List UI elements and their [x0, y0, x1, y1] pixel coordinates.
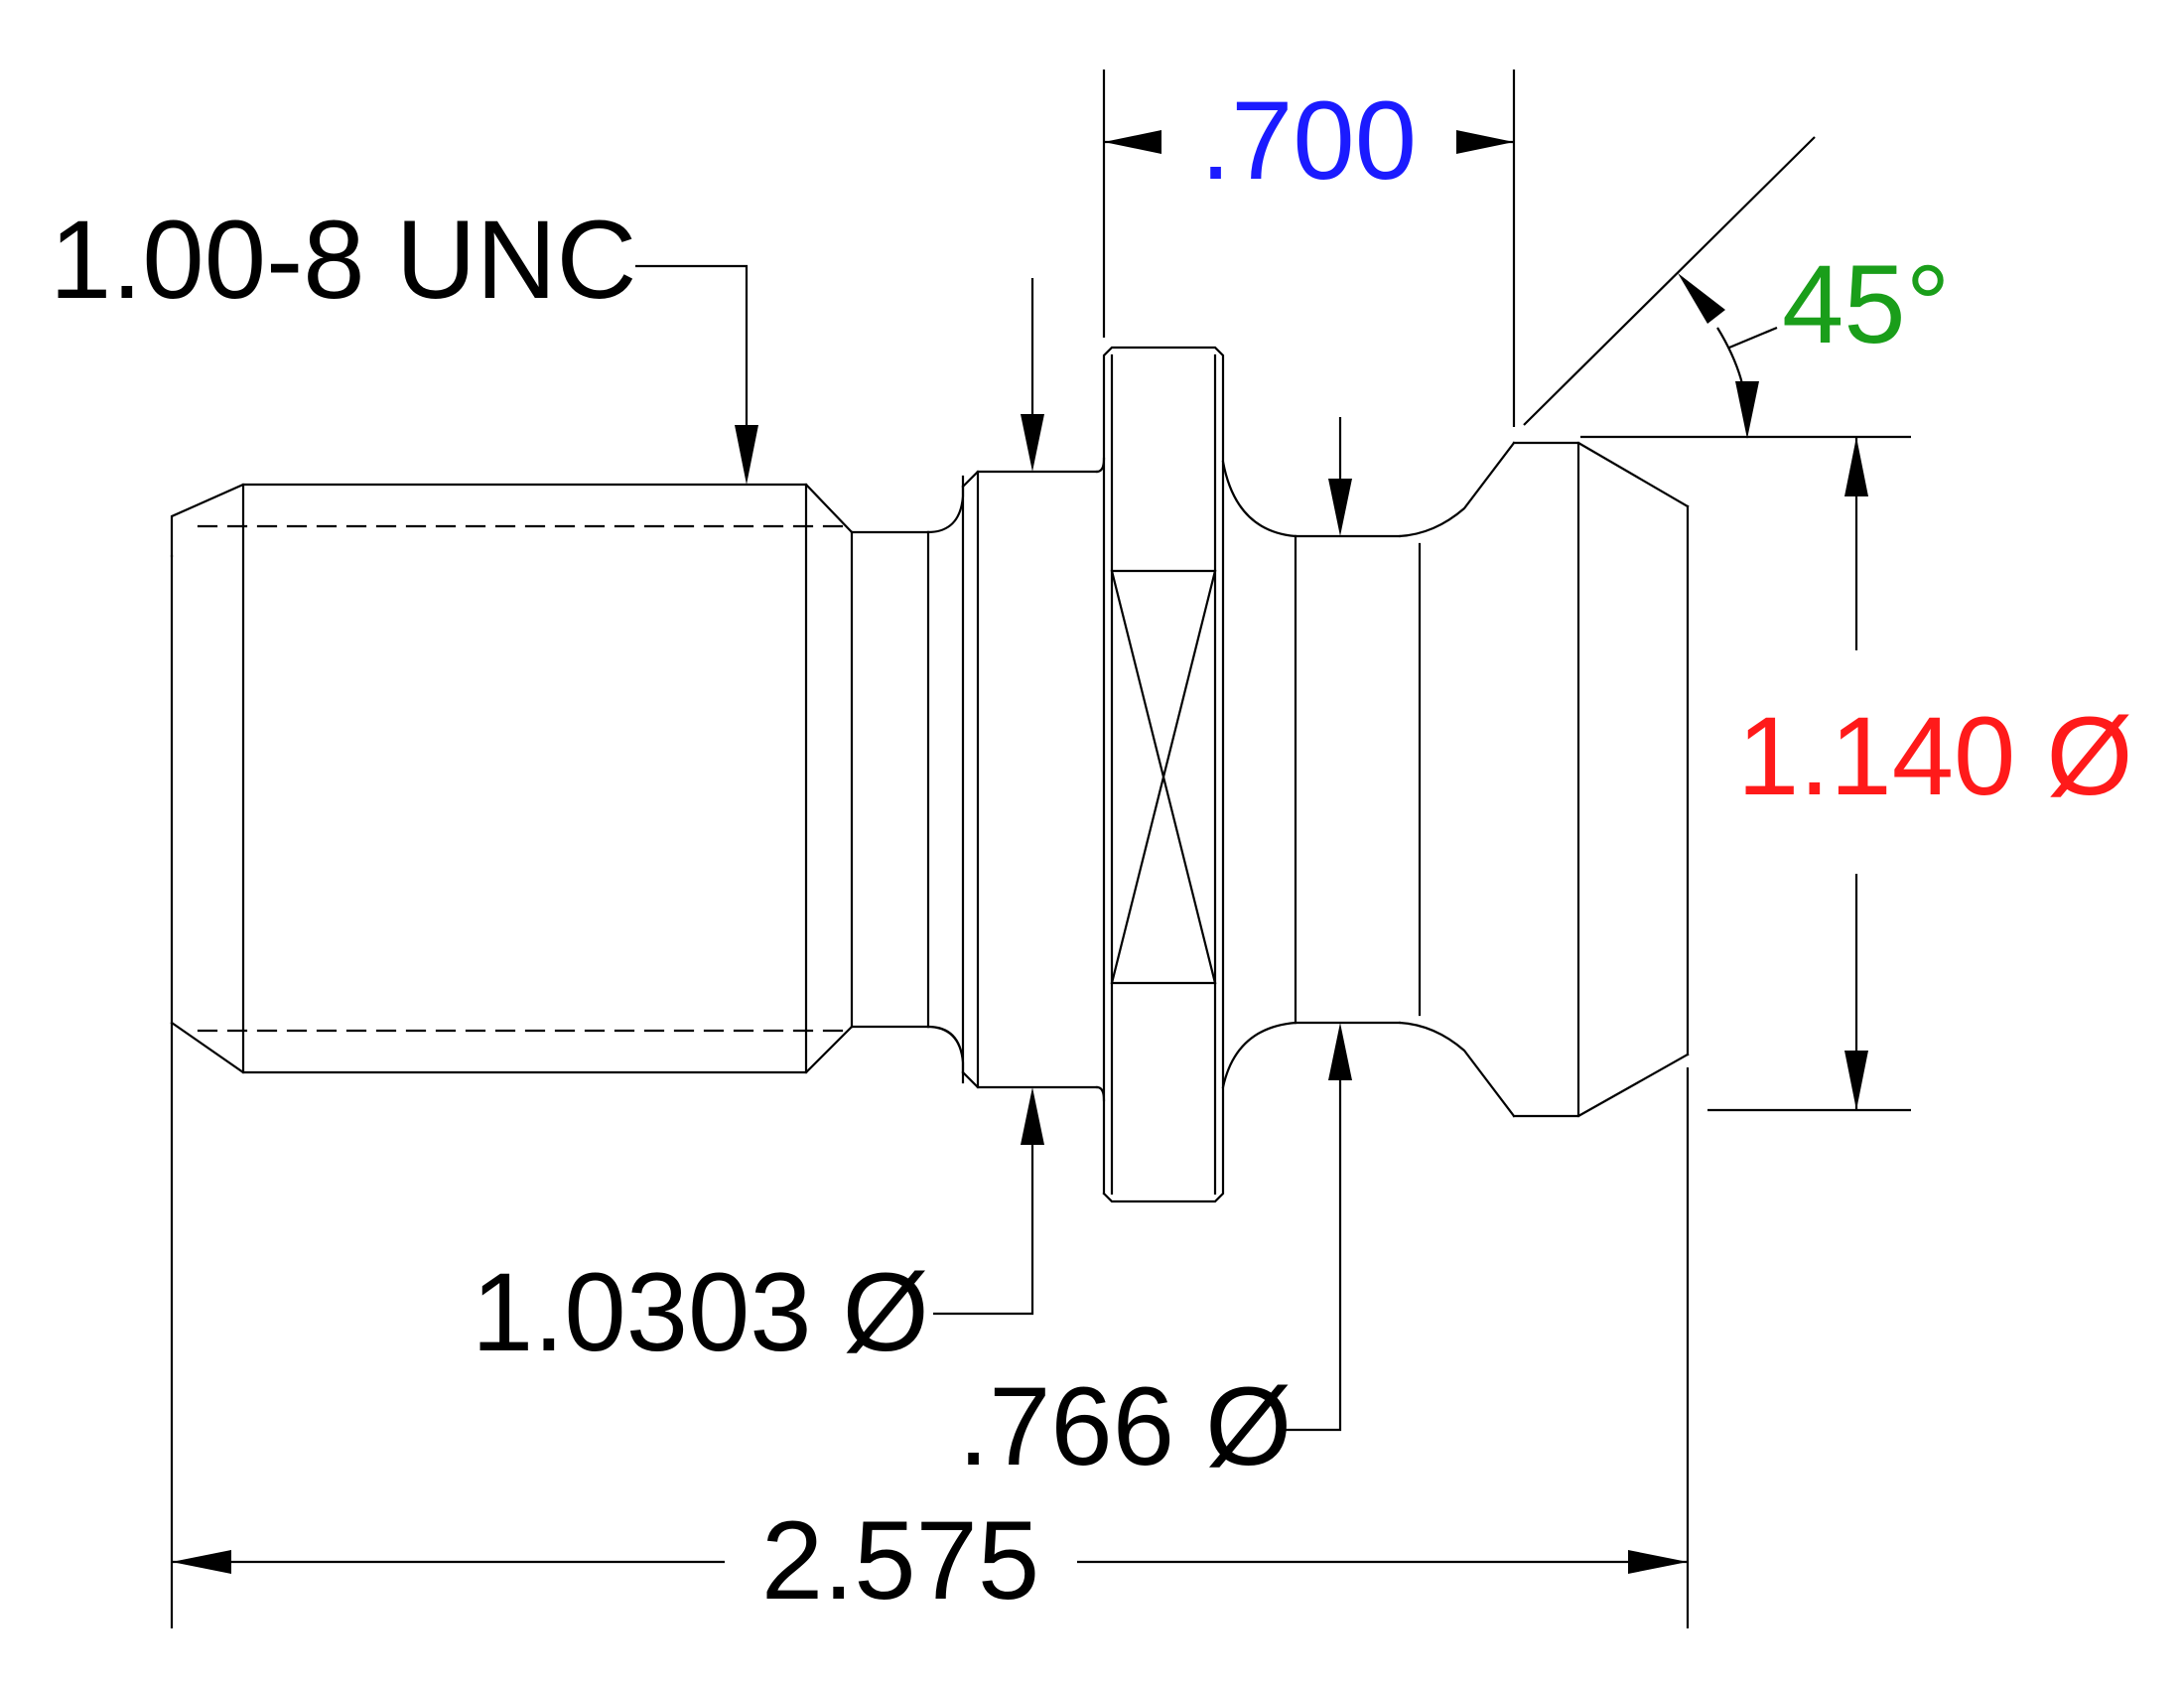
leader-line — [1281, 1080, 1342, 1432]
angle-reference-line — [1523, 136, 1816, 426]
arrowhead — [172, 1550, 231, 1574]
head-outline-top — [1512, 441, 1690, 508]
arrowhead — [1328, 479, 1352, 536]
arrowhead — [1628, 1550, 1688, 1574]
part-outline — [170, 346, 1690, 1203]
collar-bottom — [961, 1070, 1099, 1089]
flat-diagonal-2 — [1110, 569, 1217, 985]
relief-fillet-bottom — [926, 1025, 965, 1084]
angle-label: 45° — [1782, 242, 1950, 366]
dimensions: .700 1.00-8 UNC 1.0303 Ø .766 Ø — [50, 70, 2133, 1628]
thread-callout: 1.00-8 UNC — [50, 198, 758, 485]
neck-fillet-top-left — [1221, 460, 1297, 538]
head-diameter-dimension: 1.140 Ø — [1580, 435, 2133, 1112]
leader-line — [635, 264, 749, 427]
arrowhead — [1021, 414, 1044, 472]
angle-dimension: 45° — [1523, 136, 1950, 439]
arrowhead — [1021, 1087, 1044, 1145]
arrowhead — [1104, 130, 1161, 154]
flange-width-dimension: .700 — [1102, 70, 1516, 427]
flange-outline — [1102, 346, 1225, 1203]
neck-diameter-label: .766 Ø — [958, 1364, 1292, 1488]
arrowhead — [1844, 1051, 1868, 1110]
overall-length-dimension: 2.575 — [170, 1023, 1690, 1628]
neck-diameter-dimension: .766 Ø — [958, 417, 1352, 1488]
arrowhead — [1678, 273, 1725, 324]
relief-fillet-top — [926, 475, 965, 534]
collar-diameter-dimension: 1.0303 Ø — [472, 278, 1044, 1374]
collar-diameter-label: 1.0303 Ø — [472, 1250, 929, 1374]
neck-fillet-bottom-right — [1398, 1021, 1516, 1118]
thread-outline-bottom — [170, 1021, 854, 1074]
leader-line — [1728, 326, 1778, 350]
flange-width-label: .700 — [1200, 78, 1417, 203]
thread-label: 1.00-8 UNC — [50, 198, 636, 322]
leader-line — [933, 1142, 1034, 1316]
head-diameter-label: 1.140 Ø — [1737, 694, 2133, 818]
collar-top — [961, 470, 1099, 489]
arrowhead — [1328, 1023, 1352, 1080]
arrowhead — [735, 425, 758, 485]
arrowhead — [1844, 437, 1868, 496]
head-outline-bottom — [1512, 1053, 1690, 1118]
arrowhead — [1735, 381, 1759, 439]
neck-fillet-bottom-left — [1221, 1021, 1297, 1089]
neck-fillet-top-right — [1398, 441, 1516, 538]
arrowhead — [1456, 130, 1514, 154]
overall-length-label: 2.575 — [761, 1498, 1039, 1622]
thread-outline-top — [170, 483, 854, 558]
